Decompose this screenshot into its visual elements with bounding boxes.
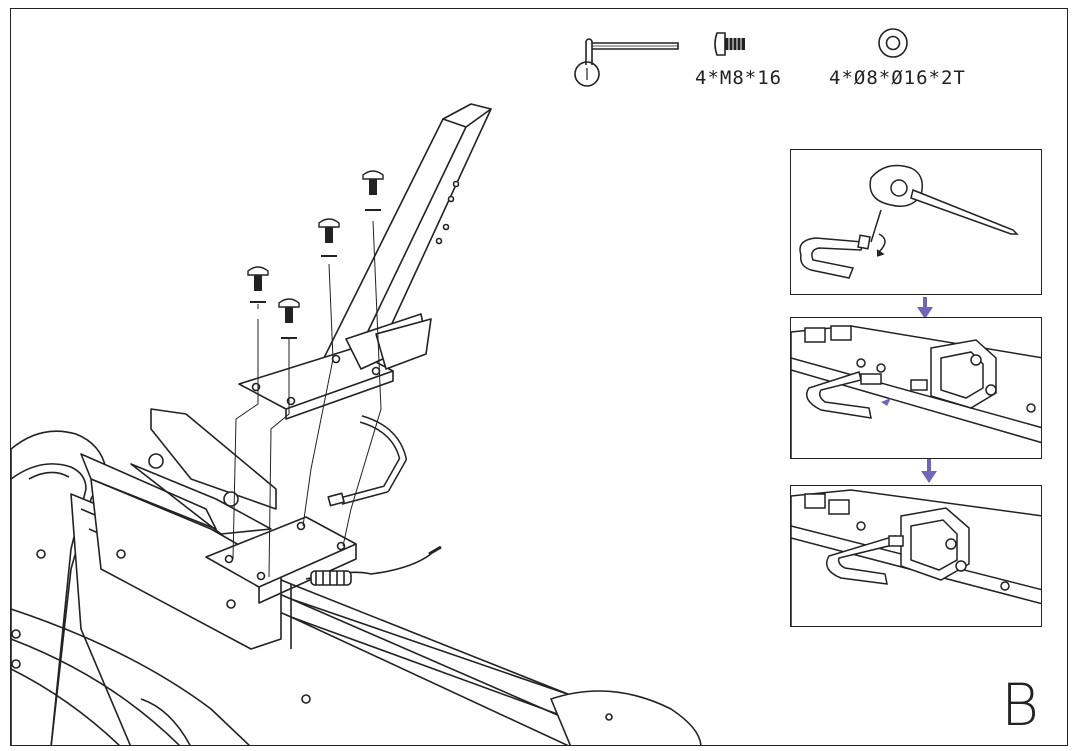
detail-inset-1 bbox=[790, 149, 1042, 295]
bolt-spec-label: 4*M8*16 bbox=[695, 67, 783, 89]
washer-icon bbox=[878, 28, 908, 58]
step-letter: B bbox=[1001, 671, 1039, 739]
detail-inset-2 bbox=[790, 317, 1042, 459]
allen-key-icon bbox=[574, 38, 679, 87]
down-arrow-icon bbox=[917, 297, 933, 319]
washer-spec-label: 4*Ø8*Ø16*2T bbox=[829, 67, 966, 89]
down-arrow-icon bbox=[921, 459, 937, 483]
main-assembly-drawing bbox=[11, 103, 702, 745]
bolt-set bbox=[247, 170, 384, 339]
bolt-icon bbox=[714, 32, 745, 56]
detail-inset-3 bbox=[790, 485, 1042, 627]
assembly-page: 4*M8*16 4*Ø8*Ø16*2T bbox=[10, 8, 1068, 746]
